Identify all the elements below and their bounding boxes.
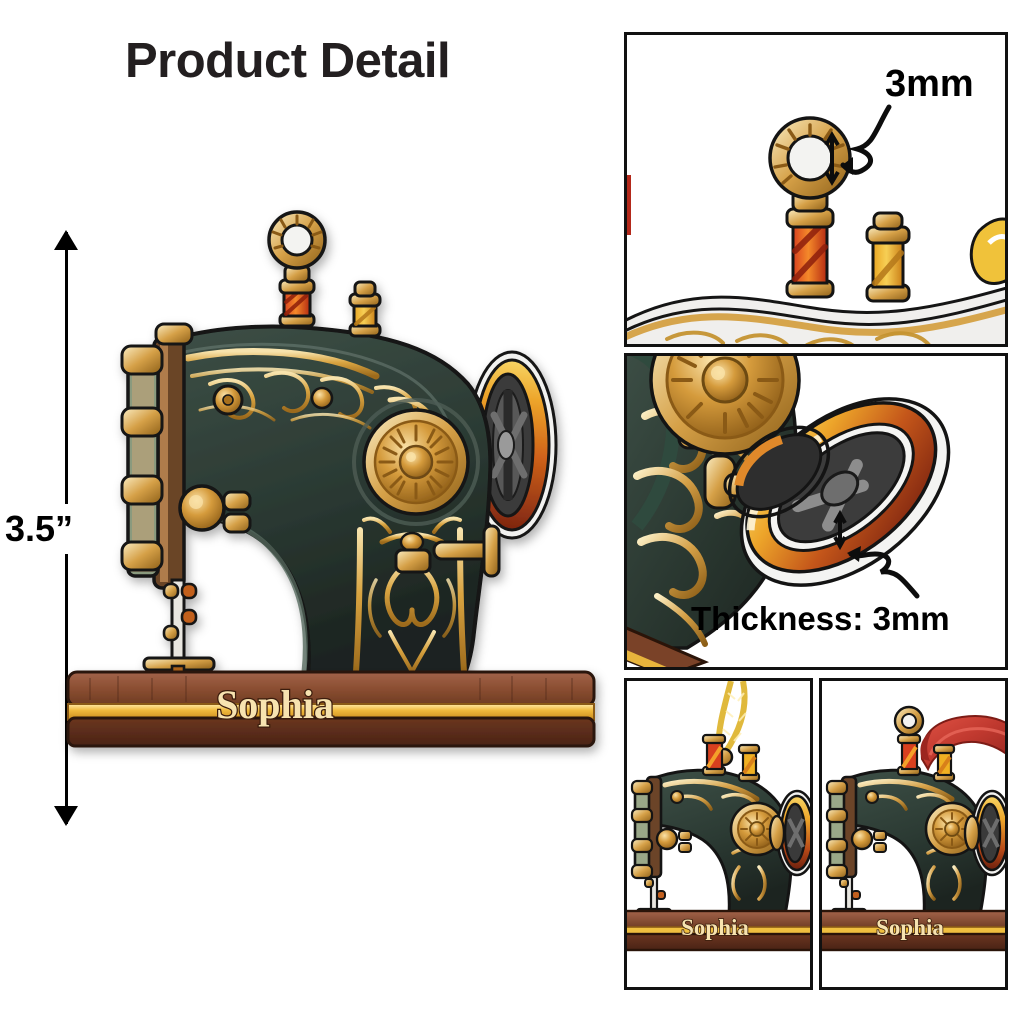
dimension-arrow-up-icon — [54, 230, 78, 250]
wooden-base-sliver — [627, 626, 710, 667]
wooden-base: Sophia — [66, 670, 596, 748]
curved-arrow-icon — [840, 104, 892, 175]
machine-mini — [630, 733, 810, 918]
thickness-arrow-icon — [824, 131, 840, 186]
wooden-base-mini: Sophia — [627, 909, 810, 952]
dimension-label: 3.5” — [2, 504, 77, 554]
handwheel — [442, 350, 558, 540]
needle-assembly — [142, 578, 216, 684]
panel-handwheel-closeup: Thickness: 3mm — [624, 353, 1008, 670]
thread-spool-red-closeup — [768, 116, 852, 299]
panel-gold-cord-variant: Sophia — [624, 678, 813, 990]
base-name-text-br: Sophia — [876, 915, 944, 940]
thickness-arrow-icon — [833, 509, 847, 551]
curved-arrow-icon — [847, 546, 920, 599]
faceplate — [120, 322, 252, 590]
callout-3mm: 3mm — [885, 63, 974, 105]
thread-spool-yellow-closeup — [865, 211, 911, 303]
base-name-text: Sophia — [216, 682, 334, 727]
dimension-arrow-down-icon — [54, 806, 78, 826]
presser-lever — [394, 524, 501, 578]
machine-mini — [825, 705, 1005, 918]
main-product-image: Sophia — [60, 210, 620, 750]
panel-red-ribbon-variant: Sophia — [819, 678, 1008, 990]
medallion — [352, 398, 480, 526]
panel-thread-spool-closeup: 3mm — [624, 32, 1008, 347]
thread-spool-red — [267, 210, 327, 328]
height-dimension-indicator: 3.5” — [2, 230, 94, 826]
medallion-closeup — [649, 356, 801, 456]
wooden-base-mini: Sophia — [822, 909, 1005, 952]
base-name-text-bl: Sophia — [681, 915, 749, 940]
thread-spool-yellow — [348, 280, 382, 338]
page-title: Product Detail — [125, 34, 451, 88]
callout-thickness: Thickness: 3mm — [691, 600, 950, 637]
red-ribbon-hanger — [920, 715, 1005, 772]
handwheel-closeup — [739, 397, 951, 587]
